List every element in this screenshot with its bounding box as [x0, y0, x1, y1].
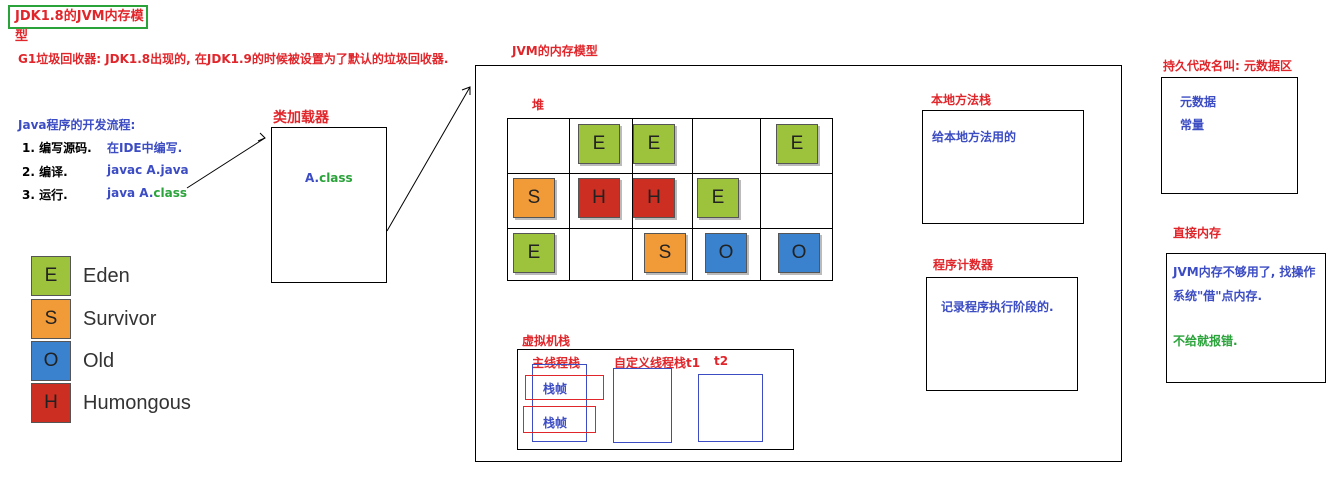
native-stack-box: [922, 110, 1084, 224]
heap-region-eden: E: [776, 124, 818, 164]
legend-label-old: Old: [83, 350, 115, 372]
grid-line: [569, 119, 570, 280]
metaspace-box: [1161, 77, 1298, 194]
legend-swatch-survivor: S: [31, 299, 71, 339]
legend-swatch-old: O: [31, 341, 71, 381]
flow-step-1: 1. 编写源码.: [22, 141, 92, 155]
direct-memory-title: 直接内存: [1173, 226, 1222, 240]
flow-step-3-action: java A.class: [107, 186, 187, 200]
flow-step-1-action: 在IDE中编写.: [107, 141, 183, 155]
legend-label-survivor: Survivor: [83, 308, 157, 330]
custom-thread-stack: [613, 368, 672, 443]
heap-region-eden: E: [633, 124, 675, 164]
stack-frame-2-label: 栈帧: [543, 416, 568, 430]
grid-line: [508, 173, 832, 174]
classloader-box: [271, 127, 387, 283]
native-stack-title: 本地方法栈: [931, 93, 992, 107]
direct-memory-box: [1166, 253, 1326, 383]
t2-label: t2: [714, 354, 729, 368]
java-flow-title: Java程序的开发流程:: [18, 118, 136, 132]
jvm-model-title: JVM的内存模型: [512, 44, 598, 58]
heap-grid: [507, 118, 833, 281]
grid-line: [632, 119, 633, 280]
flow-step-3-prefix: java A.: [107, 186, 154, 200]
flow-step-3-suffix: class: [153, 186, 187, 200]
stack-frame-1: [525, 375, 604, 400]
grid-line: [760, 119, 761, 280]
native-stack-desc: 给本地方法用的: [932, 130, 1017, 144]
stack-frame-1-label: 栈帧: [543, 382, 568, 396]
heap-region-eden: E: [697, 178, 739, 218]
arrow-head-2: [461, 86, 471, 95]
arrow-loader-to-jvm: [386, 86, 471, 232]
pc-register-title: 程序计数器: [933, 258, 994, 272]
flow-step-2: 2. 编译.: [22, 165, 68, 179]
page-title: JDK1.8的JVM内存模型: [8, 5, 148, 44]
grid-line: [508, 228, 832, 229]
flow-step-3: 3. 运行.: [22, 188, 68, 202]
classloader-title: 类加载器: [273, 110, 329, 126]
heap-region-old: O: [778, 233, 820, 273]
classloader-file-prefix: A.: [305, 171, 320, 185]
custom-thread-label: 自定义线程栈t1: [614, 356, 701, 370]
metaspace-item-0: 元数据: [1180, 95, 1217, 109]
legend-label-humongous: Humongous: [83, 392, 191, 414]
main-thread-label: 主线程栈: [532, 356, 581, 370]
heap-label: 堆: [532, 98, 545, 112]
direct-memory-line2: 系统"借"点内存.: [1173, 289, 1263, 303]
stack-frame-2: [523, 406, 596, 433]
heap-region-humongous: H: [578, 178, 620, 218]
legend-label-eden: Eden: [83, 265, 130, 287]
pc-register-box: [926, 277, 1078, 391]
vm-stack-title: 虚拟机栈: [522, 334, 571, 348]
pc-register-desc: 记录程序执行阶段的.: [941, 300, 1054, 314]
classloader-file: A.class: [305, 171, 353, 185]
heap-region-humongous: H: [633, 178, 675, 218]
arrow-head-1: [257, 132, 266, 142]
arrow-flow-to-loader: [186, 137, 266, 189]
classloader-file-suffix: class: [319, 171, 353, 185]
direct-memory-line1: JVM内存不够用了, 找操作: [1173, 265, 1316, 279]
legend-swatch-eden: E: [31, 256, 71, 296]
g1-note: G1垃圾回收器: JDK1.8出现的, 在JDK1.9的时候被设置为了默认的垃圾…: [18, 52, 449, 66]
t2-thread-stack: [698, 374, 763, 442]
heap-region-eden: E: [513, 233, 555, 273]
heap-region-old: O: [705, 233, 747, 273]
metaspace-item-1: 常量: [1180, 118, 1205, 132]
heap-region-survivor: S: [644, 233, 686, 273]
main-thread-stack: [532, 364, 587, 442]
flow-step-2-action: javac A.java: [107, 163, 189, 177]
legend-swatch-humongous: H: [31, 383, 71, 423]
grid-line: [692, 119, 693, 280]
metaspace-title: 持久代改名叫: 元数据区: [1163, 59, 1292, 73]
heap-region-survivor: S: [513, 178, 555, 218]
direct-memory-line3: 不给就报错.: [1173, 334, 1238, 348]
heap-region-eden: E: [578, 124, 620, 164]
